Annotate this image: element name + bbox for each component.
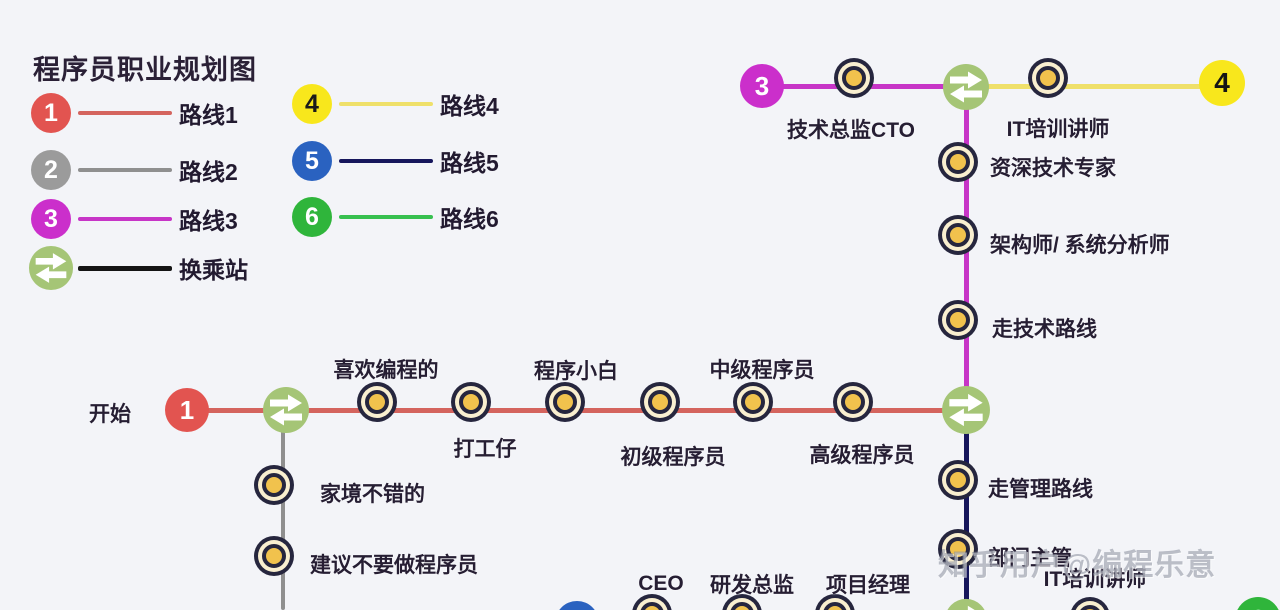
route-line-route2-vertical	[281, 410, 285, 610]
terminal-route-3: 3	[740, 64, 784, 108]
terminal-route-6: 6	[1235, 597, 1280, 610]
route-line-route3-top	[762, 83, 966, 89]
station-label: 家境不错的	[320, 483, 425, 506]
legend-line	[339, 215, 433, 219]
legend-line	[78, 265, 172, 271]
legend-badge-route-4: 4	[292, 84, 332, 124]
legend-label: 路线4	[440, 93, 499, 119]
station-label: 走技术路线	[992, 318, 1097, 341]
map-title: 程序员职业规划图	[33, 55, 257, 85]
legend-badge-route-3: 3	[31, 199, 71, 239]
station	[1036, 66, 1060, 90]
legend-badge-route-1: 1	[31, 93, 71, 133]
route-line-route5-vertical	[963, 410, 969, 602]
legend-label: 路线3	[179, 208, 238, 234]
route-line-route3-vertical	[963, 86, 969, 410]
transfer-station-icon	[944, 598, 988, 610]
station-label: 打工仔	[453, 438, 517, 461]
station	[946, 468, 970, 492]
station-label: 开始	[89, 403, 131, 426]
station	[946, 537, 970, 561]
station	[946, 150, 970, 174]
station-label: CEO	[638, 572, 684, 595]
legend-badge-route-6: 6	[292, 197, 332, 237]
station-label: IT培训讲师	[1006, 118, 1110, 141]
legend-transfer-icon	[28, 245, 74, 291]
terminal-route-1: 1	[165, 388, 209, 432]
legend-label: 路线5	[440, 150, 499, 176]
station-label: 走管理路线	[988, 478, 1093, 501]
legend-badge-route-2: 2	[31, 150, 71, 190]
station	[741, 390, 765, 414]
station-label: 部门主管	[988, 547, 1072, 570]
station	[553, 390, 577, 414]
station	[1078, 605, 1102, 610]
transfer-station-icon	[942, 63, 990, 111]
station	[842, 66, 866, 90]
terminal-route-4: 4	[1199, 60, 1245, 106]
station	[648, 390, 672, 414]
station-label: 程序小白	[534, 360, 618, 383]
station-label: 初级程序员	[620, 446, 726, 469]
station-label: 建议不要做程序员	[310, 554, 478, 577]
legend-line	[78, 217, 172, 221]
route-line-route4-top	[966, 83, 1222, 89]
station-label: 架构师/ 系统分析师	[990, 234, 1170, 257]
legend-label: 路线6	[440, 206, 499, 232]
station-label: 技术总监CTO	[787, 119, 915, 142]
legend-label: 路线1	[179, 102, 238, 128]
station-label: 资深技术专家	[990, 157, 1116, 180]
station-label: 喜欢编程的	[333, 359, 439, 382]
station-label: 项目经理	[826, 574, 910, 597]
terminal-route-5: 5	[555, 601, 599, 610]
legend-label: 换乘站	[179, 257, 248, 283]
transfer-station-icon	[941, 385, 991, 435]
watermark: 知乎用户@编程乐意	[938, 549, 1217, 582]
station	[459, 390, 483, 414]
station	[262, 544, 286, 568]
legend-line	[78, 168, 172, 172]
station-label: 高级程序员	[809, 444, 915, 467]
station	[841, 390, 865, 414]
station	[262, 473, 286, 497]
station	[946, 308, 970, 332]
legend-label: 路线2	[179, 159, 238, 185]
legend-line	[78, 111, 172, 115]
legend-line	[339, 102, 433, 106]
station	[365, 390, 389, 414]
station-label: 研发总监	[710, 574, 794, 597]
route-line-route1-main	[187, 407, 966, 413]
station-label: IT培训讲师	[1043, 568, 1147, 591]
station	[823, 602, 847, 610]
station	[640, 602, 664, 610]
station	[730, 602, 754, 610]
legend-line	[339, 159, 433, 163]
station-label: 中级程序员	[709, 359, 815, 382]
legend-badge-route-5: 5	[292, 141, 332, 181]
station	[946, 223, 970, 247]
transfer-station-icon	[262, 386, 310, 434]
